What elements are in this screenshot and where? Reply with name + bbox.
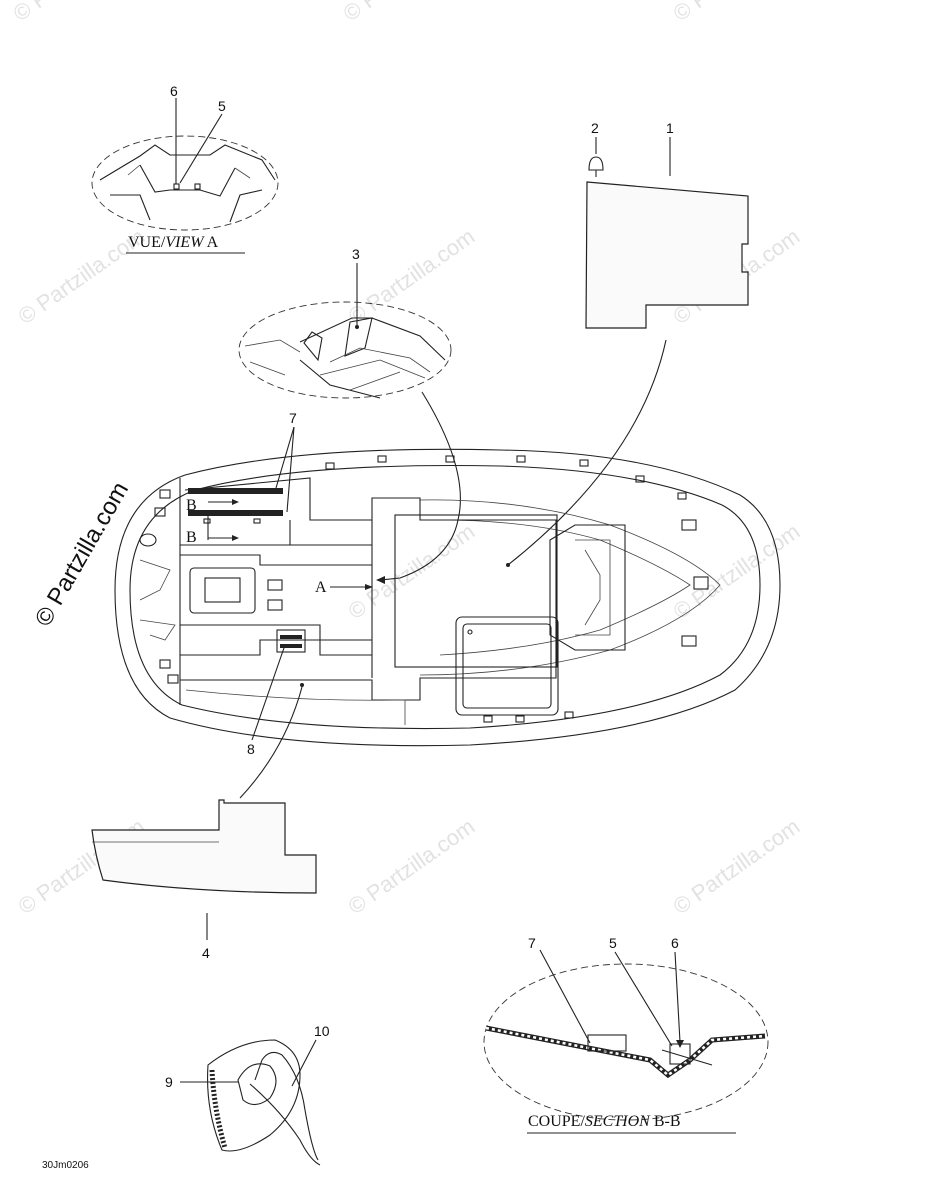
callout-8: 8 [247,741,255,757]
marker-b-lower: B [186,529,197,546]
watermark: © Partzilla.com [344,814,480,920]
watermark: © Partzilla.com [669,519,805,625]
diagram-reference-code: 30Jm0206 [42,1160,89,1171]
view-a-label: VUE/VIEW A [128,234,219,251]
callout-7: 7 [289,410,297,426]
watermark: © Partzilla.com [344,224,480,330]
parts-9-10-detail: 9 10 [165,1023,330,1166]
section-bb-label: COUPE/SECTION B-B [528,1113,680,1130]
part-3-detail: 3 [238,246,461,584]
watermark: © Partzilla.com [9,0,145,26]
section-callout-7: 7 [528,935,536,951]
callout-10: 10 [314,1023,330,1039]
callout-5: 5 [218,98,226,114]
callout-1: 1 [666,120,674,136]
hull-top-view: B B A 7 8 [114,410,781,799]
watermark-layer: © Partzilla.com © Partzilla.com © Partzi… [9,0,805,919]
callout-2: 2 [591,120,599,136]
part-4-panel: 4 [91,799,317,961]
watermark: © Partzilla.com [669,814,805,920]
callout-4: 4 [202,945,210,961]
marker-b-upper: B [186,497,197,514]
callout-9: 9 [165,1074,173,1090]
section-bb-detail: 7 5 6 COUPE/SECTION B-B [483,935,769,1134]
callout-3: 3 [352,246,360,262]
watermark: © Partzilla.com [344,519,480,625]
part-1-panel: 2 1 [506,120,749,567]
section-callout-6: 6 [671,935,679,951]
marker-a: A [315,579,327,596]
watermark: © Partzilla.com [669,0,805,26]
watermark: © Partzilla.com [339,0,475,26]
callout-6: 6 [170,83,178,99]
section-callout-5: 5 [609,935,617,951]
view-a-detail: 6 5 VUE/VIEW A [91,83,279,254]
